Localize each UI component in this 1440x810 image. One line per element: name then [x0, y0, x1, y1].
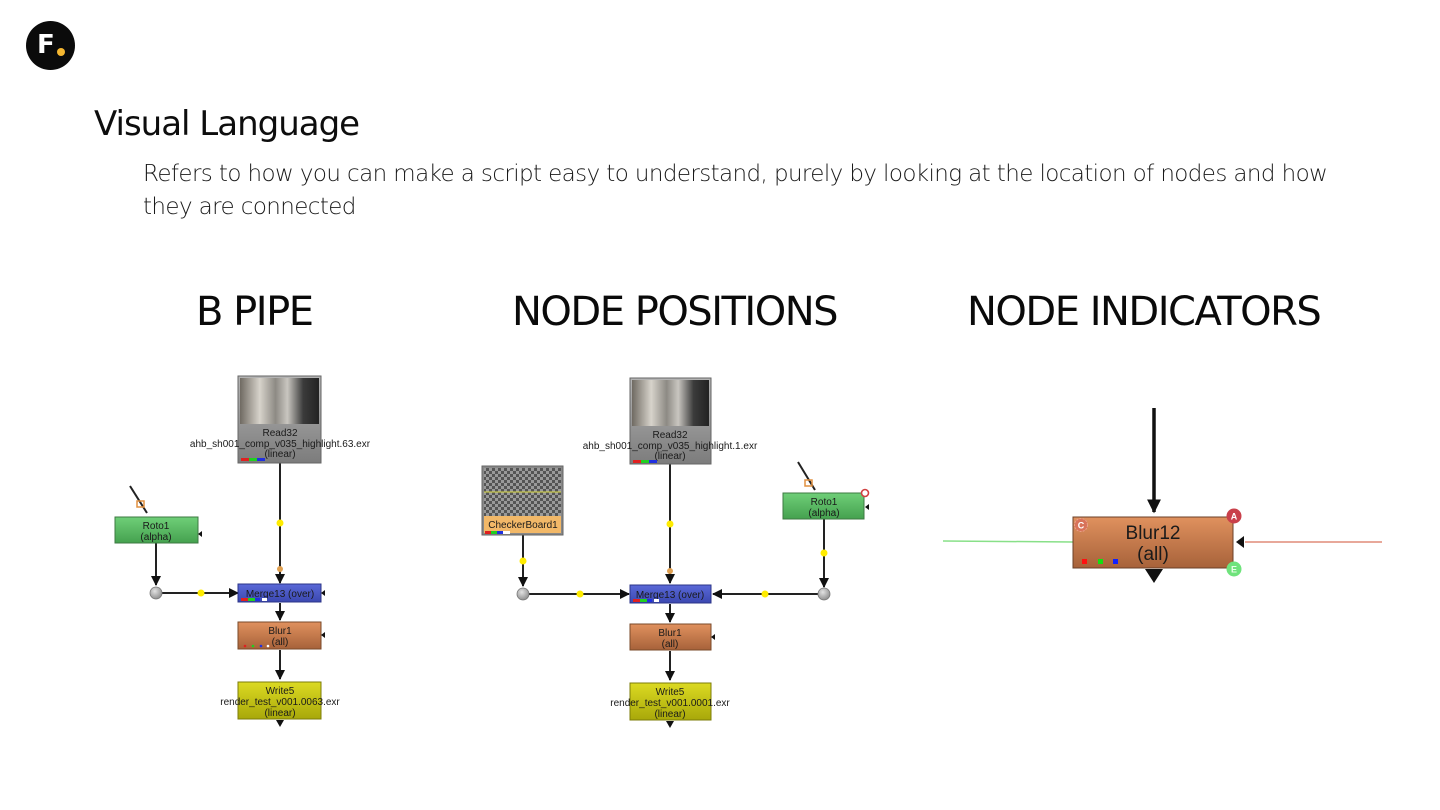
read-node-colorspace: (linear) — [264, 449, 295, 460]
logo-letter: F — [37, 30, 55, 60]
brand-logo: F — [26, 21, 75, 70]
merge-node[interactable]: Merge13 (over) — [629, 584, 712, 604]
write-node[interactable]: Write5 render_test_v001.0001.exr (linear… — [610, 682, 730, 728]
write-node-colorspace: (linear) — [264, 708, 295, 719]
output-arrow — [1145, 569, 1163, 583]
roto-node-channel: (alpha) — [808, 508, 839, 519]
dot-node[interactable] — [516, 587, 530, 601]
page-subtitle: Refers to how you can make a script easy… — [143, 161, 1328, 220]
section-title-node-indicators: NODE INDICATORS — [967, 289, 1322, 335]
read-node-colorspace: (linear) — [654, 451, 685, 462]
input-b-indicator — [277, 566, 283, 572]
indicator-c-label: C — [1078, 521, 1085, 531]
read-thumbnail — [632, 380, 709, 426]
read-node-file: ahb_sh001_comp_v035_highlight.63.exr — [190, 439, 371, 450]
roto-node-channel: (alpha) — [140, 532, 171, 543]
blur-node-name: Blur1 — [658, 628, 682, 639]
blur12-node[interactable]: Blur12 (all) — [1072, 516, 1244, 583]
write-node-file: render_test_v001.0063.exr — [220, 697, 340, 708]
blur12-node-name: Blur12 — [1126, 523, 1181, 544]
edge-roto-input — [129, 485, 148, 514]
mask-edge-line — [942, 540, 1074, 543]
bpipe-graph: Read32 ahb_sh001_comp_v035_highlight.63.… — [114, 375, 371, 727]
write-node-name: Write5 — [266, 686, 295, 697]
mask-input-arrow — [321, 632, 325, 638]
dot-node[interactable] — [149, 586, 163, 600]
section-title-b-pipe: B PIPE — [196, 289, 314, 335]
page-title: Visual Language — [94, 104, 360, 144]
roto-node-name: Roto1 — [143, 521, 170, 532]
write-node-file: render_test_v001.0001.exr — [610, 698, 730, 709]
input-b-indicator — [667, 568, 673, 574]
section-title-node-positions: NODE POSITIONS — [512, 289, 839, 335]
mask-input-arrow — [865, 504, 869, 510]
output-arrow — [666, 721, 674, 728]
write-node-colorspace: (linear) — [654, 709, 685, 720]
mask-input-arrow — [198, 531, 202, 537]
write-node-name: Write5 — [656, 687, 685, 698]
write-node[interactable]: Write5 render_test_v001.0063.exr (linear… — [220, 681, 340, 727]
checkerboard-node-name: CheckerBoard1 — [488, 520, 558, 531]
elbow-dot — [276, 519, 284, 527]
output-arrow — [276, 720, 284, 727]
elbow-dot — [576, 590, 584, 598]
indicator-e-badge: E — [1226, 561, 1242, 577]
roto-indicator — [860, 488, 870, 498]
roto-node[interactable]: Roto1 (alpha) — [114, 516, 202, 544]
elbow-dot — [197, 589, 205, 597]
merge-node[interactable]: Merge13 (over) — [237, 583, 325, 603]
roto-node-name: Roto1 — [811, 497, 838, 508]
read-node[interactable]: Read32 ahb_sh001_comp_v035_highlight.63.… — [190, 375, 371, 464]
elbow-dot — [519, 557, 527, 565]
elbow-dot — [666, 520, 674, 528]
elbow-dot — [820, 549, 828, 557]
blur-node-channel: (all) — [272, 637, 289, 648]
indicator-a-badge: A — [1226, 508, 1242, 524]
mask-input-arrow — [711, 634, 715, 640]
read-node-file: ahb_sh001_comp_v035_highlight.1.exr — [583, 441, 758, 452]
indicator-e-label: E — [1231, 565, 1237, 575]
checkerboard-node[interactable]: CheckerBoard1 — [481, 465, 564, 536]
mask-input-arrow — [1236, 536, 1244, 548]
roto-input-marker — [804, 479, 813, 487]
blur-node[interactable]: Blur1 (all) — [237, 621, 325, 650]
dot-node[interactable] — [817, 587, 831, 601]
blur-node[interactable]: Blur1 (all) — [629, 623, 715, 651]
blur12-node-channel: (all) — [1137, 544, 1169, 565]
mask-input-arrow — [321, 590, 325, 596]
read-node-name: Read32 — [652, 430, 687, 441]
indicators-graph: Blur12 (all) C A E — [942, 408, 1382, 583]
indicator-a-label: A — [1231, 512, 1238, 522]
read-thumbnail — [240, 378, 319, 424]
indicator-c-badge: C — [1074, 518, 1088, 532]
elbow-dot — [761, 590, 769, 598]
merge-node-label: Merge13 (over) — [636, 590, 704, 601]
blur-node-channel: (all) — [662, 639, 679, 650]
roto-node[interactable]: Roto1 (alpha) — [782, 488, 870, 520]
logo-dot — [57, 48, 65, 56]
blur-node-name: Blur1 — [268, 626, 292, 637]
positions-graph: CheckerBoard1 Read32 ahb_sh001_comp_v035… — [481, 377, 870, 728]
merge-node-label: Merge13 (over) — [246, 589, 314, 600]
roto-input-marker — [136, 500, 145, 508]
read-node-name: Read32 — [262, 428, 297, 439]
read-node[interactable]: Read32 ahb_sh001_comp_v035_highlight.1.e… — [583, 377, 758, 465]
